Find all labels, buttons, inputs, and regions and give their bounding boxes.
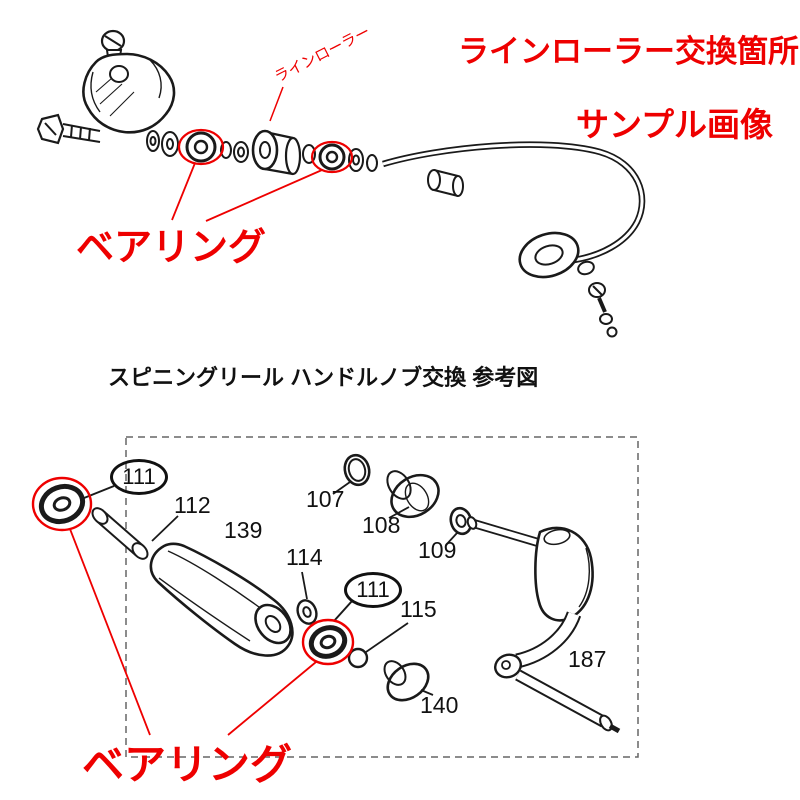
bearing-circle-right [310, 140, 354, 174]
bail-arm [82, 52, 176, 134]
ball-115 [347, 647, 369, 669]
fixing-bolt [36, 113, 101, 145]
bearing-label-bottom: ベアリング [82, 741, 293, 788]
bearing-leader-knob-left [69, 528, 151, 736]
sample-image-label: サンプル画像 [576, 106, 774, 143]
cap-140 [383, 660, 430, 702]
part-label-115: 115 [400, 596, 437, 622]
red-annotations-bottom [31, 476, 355, 736]
joint-screws [588, 282, 618, 338]
washer-stack-end [348, 148, 378, 172]
bearing-leader-right [205, 169, 323, 222]
line-roller-leader [269, 86, 284, 122]
bail-wire [382, 141, 646, 264]
bearing-circle-left [177, 128, 225, 166]
handle-arm-187 [466, 516, 621, 734]
section-caption: スピニングリール ハンドルノブ交換 参考図 [108, 365, 539, 390]
part-label-107: 107 [306, 486, 345, 512]
washer-stack-left [146, 130, 179, 157]
bearing-leader-knob-mid [227, 661, 317, 736]
knob-bearing-left [38, 483, 86, 525]
part-label-140: 140 [420, 692, 459, 718]
line-roller-part [251, 129, 302, 176]
part-label-108: 108 [362, 512, 401, 538]
dashed-boundary [125, 436, 639, 758]
bearing-right [318, 143, 346, 171]
part-label-111-mid: 111 [344, 572, 402, 608]
handle-knob-body [149, 542, 294, 657]
bearing-left [185, 131, 217, 163]
bail-joint [518, 231, 595, 279]
line-roller-assembly [36, 29, 646, 338]
washer-107 [343, 453, 371, 487]
part-label-111-left: 111 [110, 459, 168, 495]
part-label-112: 112 [174, 492, 211, 518]
knob-shaft-pin [91, 507, 149, 560]
part-label-109: 109 [418, 537, 457, 563]
knob-cap-108 [386, 470, 440, 519]
replacement-location-title: ラインローラー交換箇所 [458, 34, 799, 69]
knob-bearing-mid [308, 625, 348, 659]
bearing-circle-knob-left [31, 476, 93, 532]
bearing-circle-knob-mid [301, 618, 355, 666]
part-label-187: 187 [568, 646, 607, 672]
washer-114 [296, 599, 318, 625]
bearing-label-top: ベアリング [76, 227, 267, 269]
bearing-leader-left [171, 162, 196, 221]
part-label-114: 114 [286, 544, 323, 570]
red-annotations-top [171, 86, 354, 222]
washer-stack-mid [220, 141, 249, 163]
roller-support [427, 169, 464, 197]
part-label-139: 139 [224, 517, 263, 543]
